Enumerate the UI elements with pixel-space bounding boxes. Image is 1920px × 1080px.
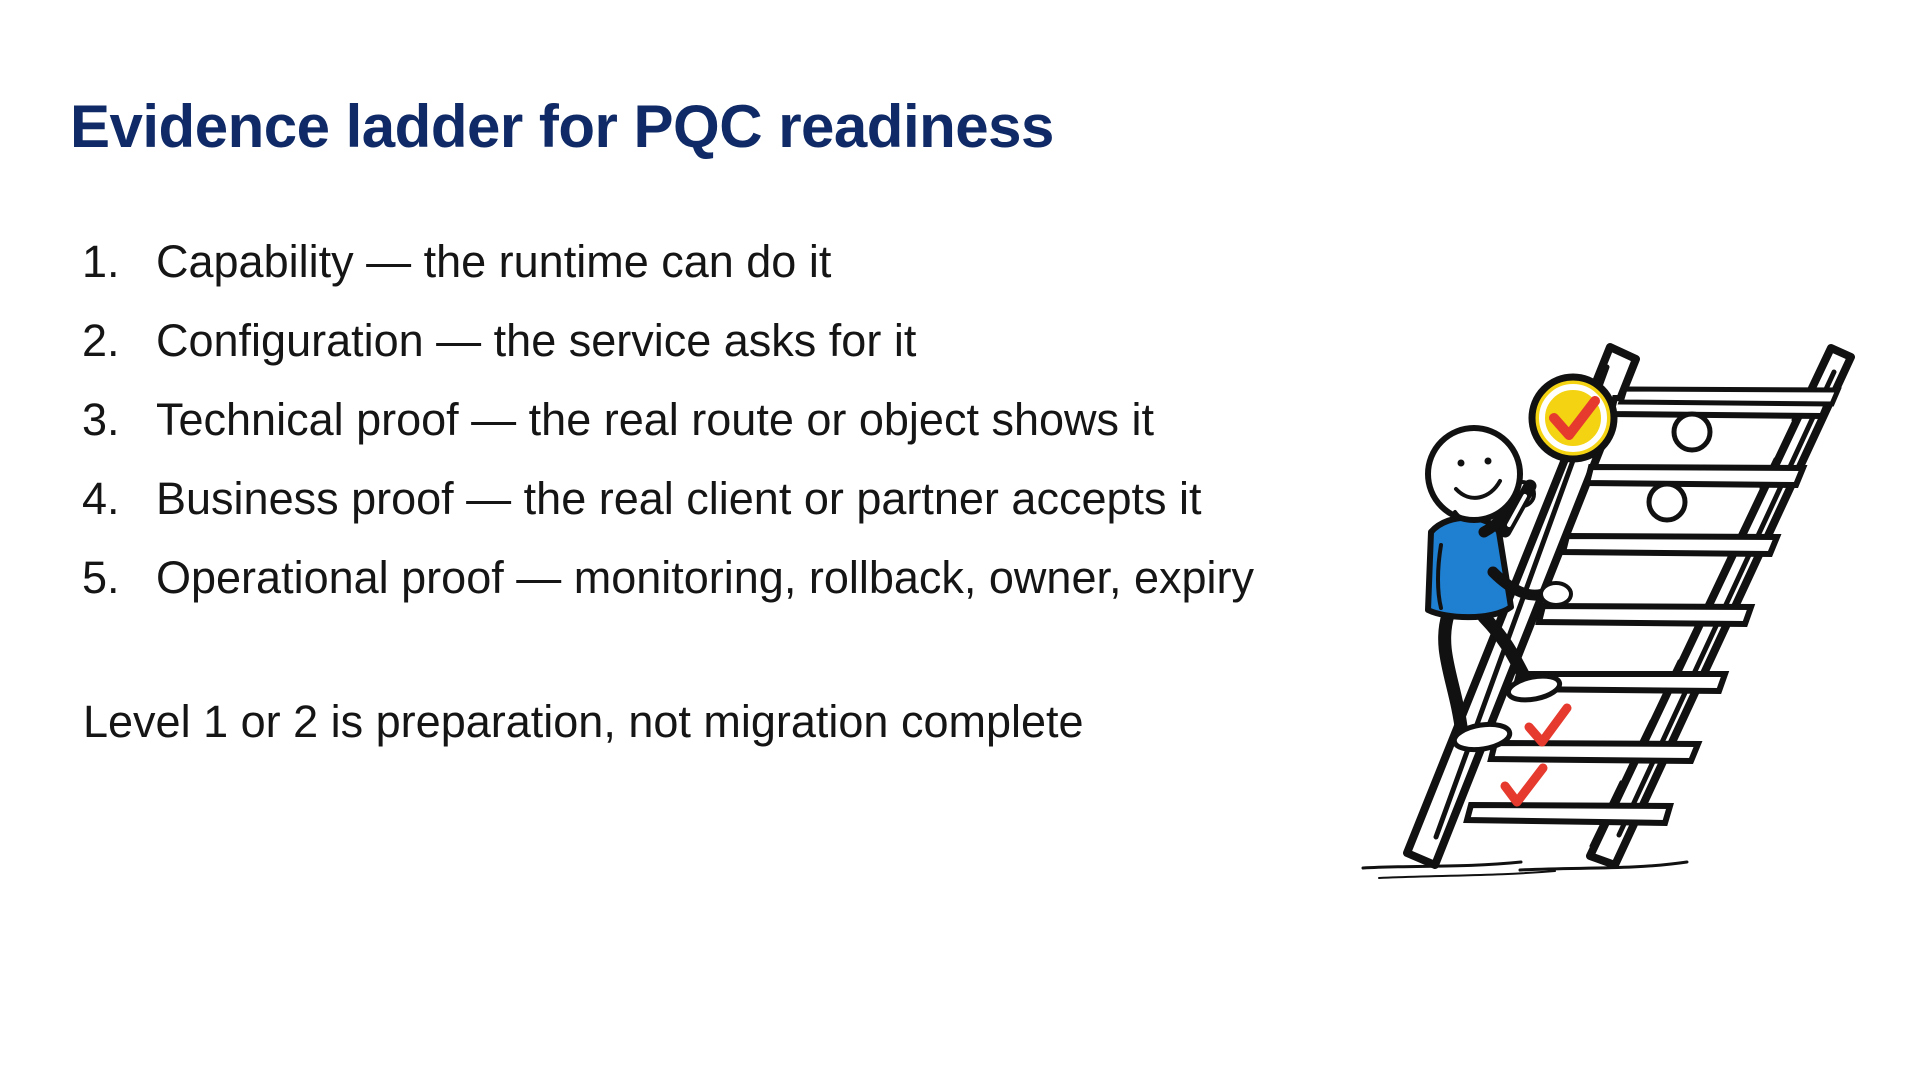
magnifying-glass-check-icon [1498,373,1618,538]
figure-lower-hand [1539,581,1573,607]
completed-step-checks [1500,703,1572,807]
step-text: Operational proof — monitoring, rollback… [156,552,1255,603]
ladder-climber-icon [1361,343,1855,879]
stick-figure-icon [1425,425,1573,753]
step-text: Capability — the runtime can do it [156,236,832,287]
figure-smile [1454,479,1502,500]
step-number: 4. [82,473,120,524]
evidence-steps-list: 1. Capability — the runtime can do it 2.… [82,222,1254,617]
evidence-step-5: 5. Operational proof — monitoring, rollb… [82,538,1254,617]
figure-front-shoe [1505,673,1563,703]
figure-back-shoe [1451,721,1513,753]
figure-front-leg [1477,610,1533,687]
ladder-rungs [1463,386,1842,827]
step-number: 1. [82,236,120,287]
step-number: 5. [82,552,120,603]
figure-head [1425,425,1523,523]
figure-right-eye [1484,457,1492,465]
evidence-step-3: 3. Technical proof — the real route or o… [82,380,1254,459]
evidence-step-2: 2. Configuration — the service asks for … [82,301,1254,380]
figure-back-leg [1438,608,1469,741]
step-number: 2. [82,315,120,366]
preparation-note: Level 1 or 2 is preparation, not migrati… [83,696,1084,747]
figure-left-eye [1457,459,1465,467]
step-text: Configuration — the service asks for it [156,315,917,366]
red-checkmark-icon [1500,763,1548,807]
red-checkmark-icon [1524,703,1572,747]
empty-circle-icon [1646,481,1688,523]
step-text: Business proof — the real client or part… [156,473,1202,524]
ladder-shadow [1361,860,1689,879]
evidence-step-4: 4. Business proof — the real client or p… [82,459,1254,538]
step-text: Technical proof — the real route or obje… [156,394,1154,445]
pending-step-icons [1646,411,1713,523]
step-number: 3. [82,394,120,445]
slide-title: Evidence ladder for PQC readiness [70,93,1054,160]
empty-circle-icon [1671,411,1713,453]
evidence-step-1: 1. Capability — the runtime can do it [82,222,1254,301]
